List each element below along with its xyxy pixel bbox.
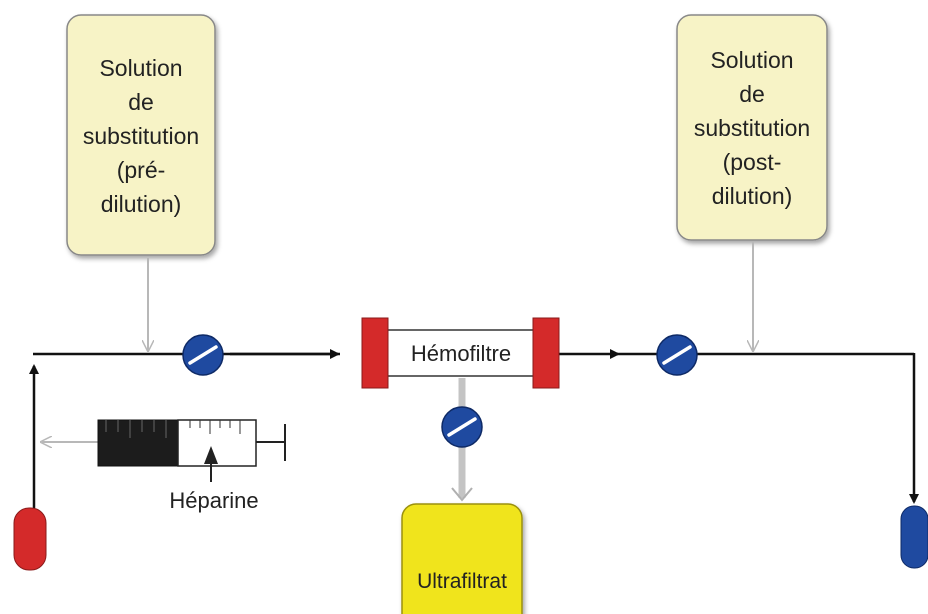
pump-ultrafiltrate-icon: [441, 406, 483, 448]
pre-solution-line-5: dilution): [101, 191, 182, 217]
post-solution-line-5: dilution): [712, 183, 793, 209]
ultrafiltrate-arrow-icon: [451, 487, 473, 502]
blood-circuit-line: [29, 349, 919, 508]
ultrafiltrate-bag: Ultrafiltrat: [401, 503, 523, 614]
post-dilution-solution-box: Solution de substitution (post- dilution…: [676, 14, 828, 241]
heparin-syringe-icon: [42, 419, 286, 482]
pre-solution-line-3: substitution: [83, 123, 199, 149]
hemofilter: Hémofiltre: [361, 317, 560, 389]
post-solution-line-3: substitution: [694, 115, 810, 141]
pre-solution-line-1: Solution: [99, 55, 182, 81]
post-solution-line-1: Solution: [710, 47, 793, 73]
venous-access-icon: [900, 505, 928, 569]
pre-dilution-solution-box: Solution de substitution (pré- dilution): [66, 14, 216, 256]
post-solution-line-4: (post-: [723, 149, 782, 175]
heparin-label: Héparine: [169, 488, 258, 513]
pre-solution-line-2: de: [128, 89, 154, 115]
hemofilter-label: Hémofiltre: [411, 341, 511, 366]
pump-post-filter-icon: [656, 334, 698, 376]
pump-pre-filter-icon: [182, 334, 224, 376]
post-solution-line-2: de: [739, 81, 765, 107]
arterial-access-icon: [13, 507, 47, 571]
ultrafiltrate-label: Ultrafiltrat: [417, 570, 507, 593]
pre-solution-line-4: (pré-: [117, 157, 166, 183]
